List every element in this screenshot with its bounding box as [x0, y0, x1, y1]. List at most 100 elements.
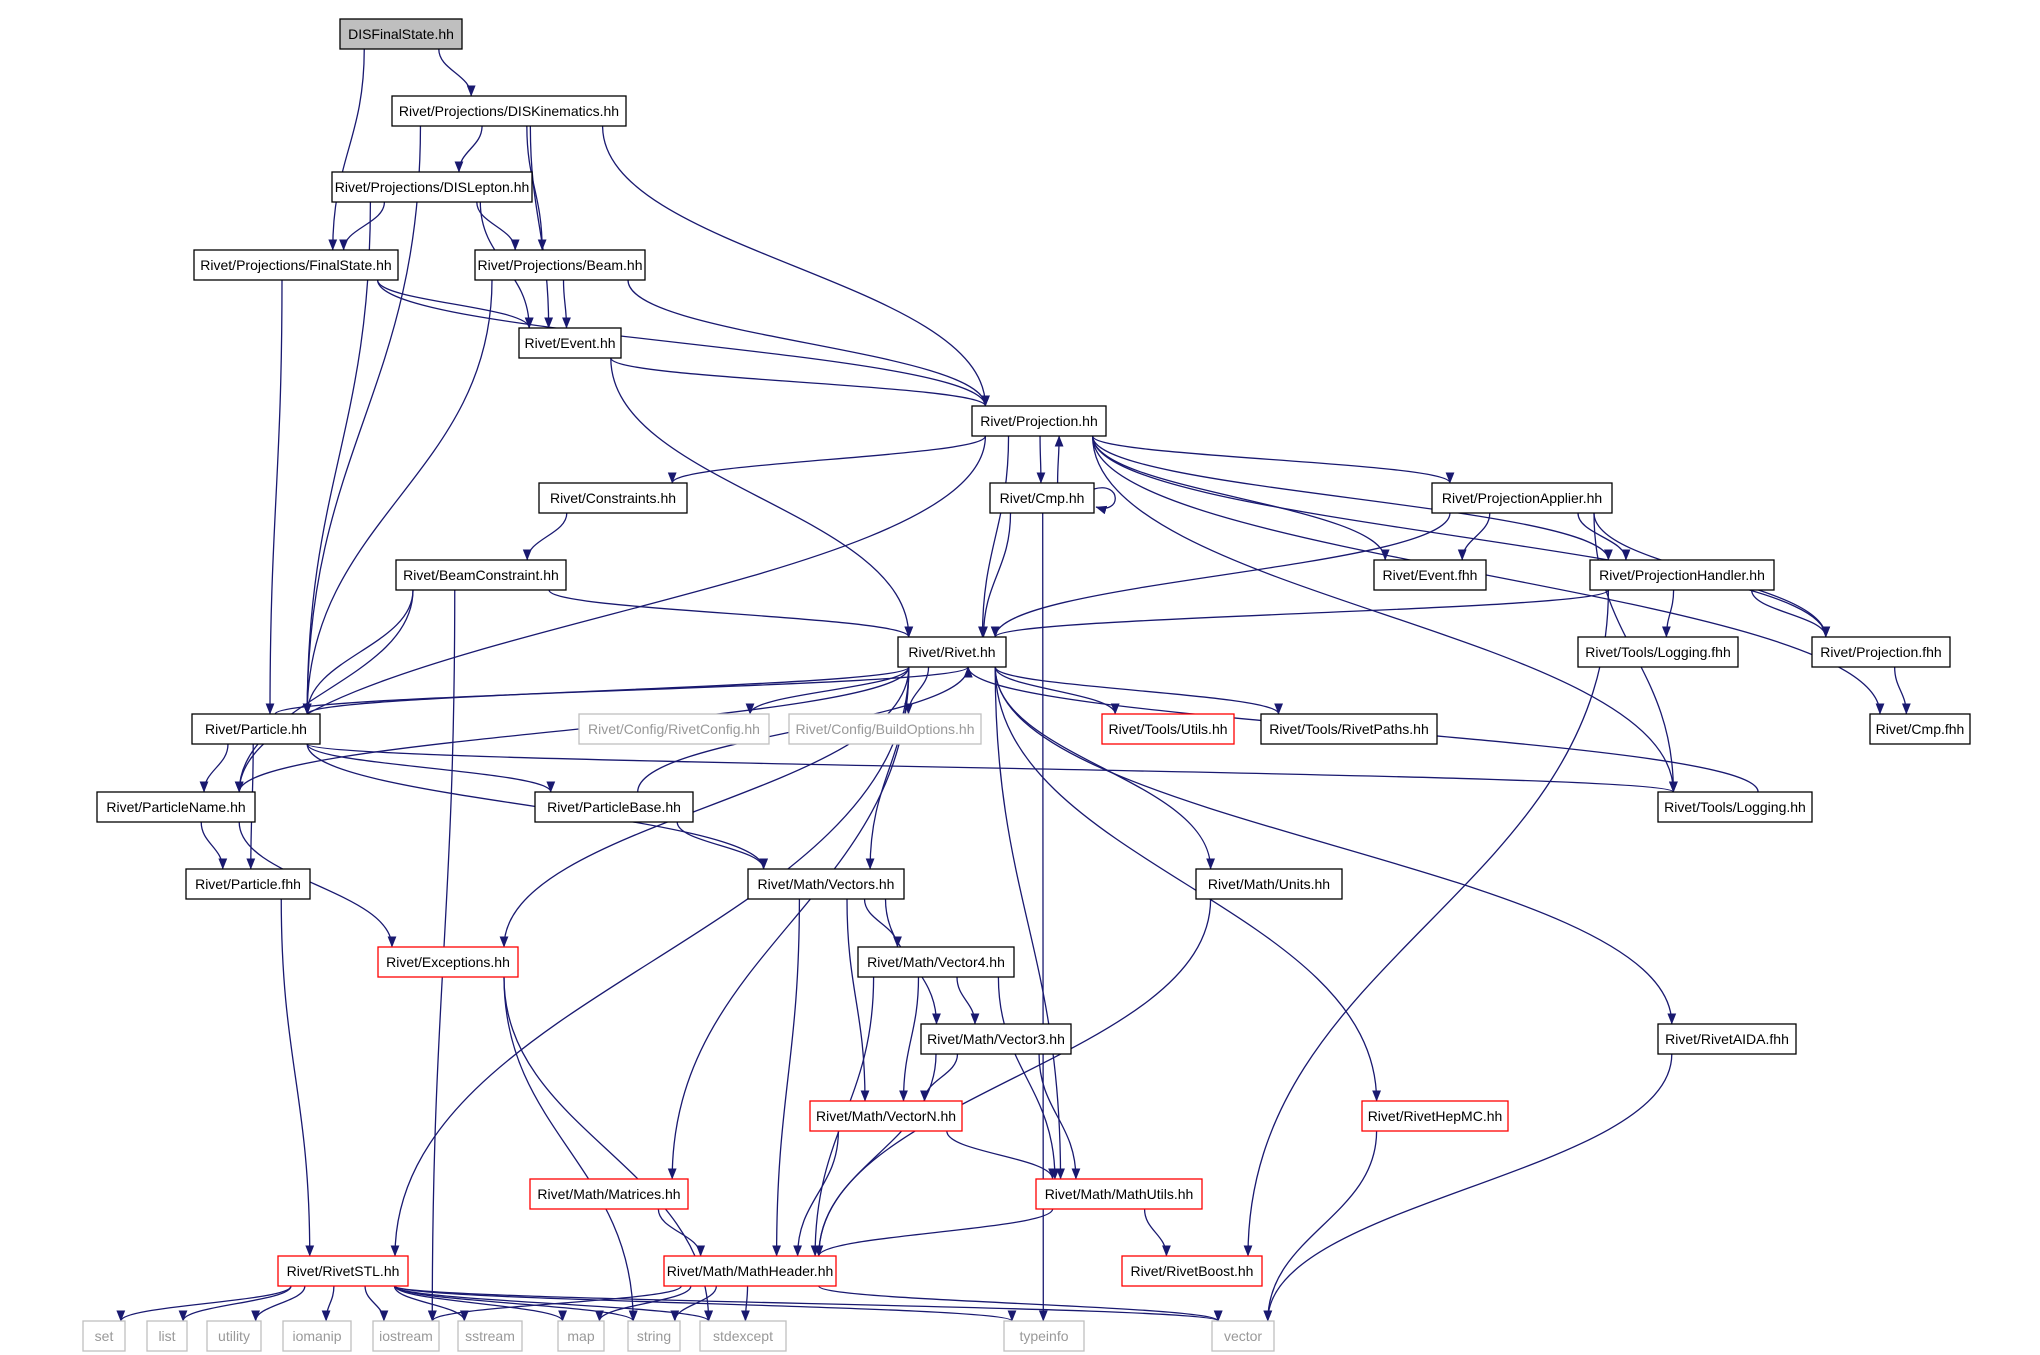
node-rivet-cmp-hh[interactable]: Rivet/Cmp.hh — [989, 482, 1095, 514]
node-rivet-rivet-hh[interactable]: Rivet/Rivet.hh — [897, 636, 1007, 668]
edge-rivet-rivetstl-hh-to-sstream — [393, 1285, 469, 1322]
node-rivet-math-vector3-hh[interactable]: Rivet/Math/Vector3.hh — [920, 1023, 1072, 1055]
node-list[interactable]: list — [146, 1320, 188, 1352]
node-rivet-projections-beam-hh[interactable]: Rivet/Projections/Beam.hh — [474, 249, 646, 281]
node-box — [1211, 1320, 1275, 1352]
edge-rivet-projections-diskinematics-hh-to-rivet-particle-hh — [302, 125, 422, 715]
node-box — [518, 327, 622, 359]
node-box — [191, 713, 321, 745]
node-utility[interactable]: utility — [206, 1320, 262, 1352]
node-box — [534, 791, 694, 823]
node-label: Rivet/RivetHepMC.hh — [1368, 1108, 1503, 1124]
node-box — [538, 482, 688, 514]
edge-rivet-projections-beam-hh-to-rivet-projection-hh — [627, 279, 990, 407]
edge-rivet-projectionhandler-hh-to-rivet-tools-logging-fhh — [1662, 589, 1675, 638]
edge-rivet-projection-fhh-to-rivet-cmp-fhh — [1894, 666, 1911, 715]
node-label: Rivet/Event.hh — [524, 335, 615, 351]
node-rivet-event-hh[interactable]: Rivet/Event.hh — [518, 327, 622, 359]
node-vector[interactable]: vector — [1211, 1320, 1275, 1352]
edge-rivet-rivetstl-hh-to-typeinfo — [394, 1285, 1016, 1322]
edge-rivet-projections-beam-hh-to-rivet-particle-hh — [302, 279, 493, 715]
edge-rivet-projections-diskinematics-hh-to-rivet-projections-dislepton-hh — [454, 125, 483, 173]
edge-rivet-particle-hh-to-rivet-particlebase-hh — [306, 743, 556, 793]
edge-rivet-projections-diskinematics-hh-to-rivet-event-hh — [529, 125, 554, 329]
node-rivet-tools-logging-fhh[interactable]: Rivet/Tools/Logging.fhh — [1577, 636, 1739, 668]
node-label: stdexcept — [713, 1328, 773, 1344]
node-box — [1577, 636, 1739, 668]
node-rivet-rivetaida-fhh[interactable]: Rivet/RivetAIDA.fhh — [1657, 1023, 1797, 1055]
edge-rivet-math-mathutils-hh-to-rivet-rivetboost-hh — [1143, 1208, 1171, 1257]
node-box — [971, 405, 1107, 437]
edge-rivet-projections-diskinematics-hh-to-rivet-projection-hh — [601, 125, 990, 407]
node-rivet-math-mathheader-hh[interactable]: Rivet/Math/MathHeader.hh — [663, 1255, 837, 1287]
node-label: Rivet/Math/VectorN.hh — [816, 1108, 956, 1124]
node-rivet-particle-fhh[interactable]: Rivet/Particle.fhh — [185, 868, 311, 900]
node-rivet-tools-logging-hh[interactable]: Rivet/Tools/Logging.hh — [1657, 791, 1813, 823]
node-rivet-rivethepmc-hh[interactable]: Rivet/RivetHepMC.hh — [1361, 1100, 1509, 1132]
edge-rivet-math-mathheader-hh-to-map — [595, 1285, 692, 1322]
node-box — [193, 249, 399, 281]
node-map[interactable]: map — [557, 1320, 605, 1352]
node-rivet-math-vector4-hh[interactable]: Rivet/Math/Vector4.hh — [857, 946, 1015, 978]
node-rivet-constraints-hh[interactable]: Rivet/Constraints.hh — [538, 482, 688, 514]
node-rivet-math-matrices-hh[interactable]: Rivet/Math/Matrices.hh — [529, 1178, 689, 1210]
node-iomanip[interactable]: iomanip — [282, 1320, 352, 1352]
node-rivet-beamconstraint-hh[interactable]: Rivet/BeamConstraint.hh — [395, 559, 567, 591]
node-rivet-rivetstl-hh[interactable]: Rivet/RivetSTL.hh — [277, 1255, 409, 1287]
node-rivet-cmp-fhh[interactable]: Rivet/Cmp.fhh — [1869, 713, 1971, 745]
edge-rivet-projectionhandler-hh-to-rivet-projection-fhh — [1751, 589, 1831, 638]
nodes: DISFinalState.hhRivet/Projections/DISKin… — [82, 18, 1971, 1352]
node-box — [857, 946, 1015, 978]
node-box — [747, 868, 905, 900]
node-rivet-projection-fhh[interactable]: Rivet/Projection.fhh — [1811, 636, 1951, 668]
node-label: Rivet/ProjectionHandler.hh — [1599, 567, 1765, 583]
edge-rivet-rivet-hh-to-rivet-math-mathutils-hh — [994, 666, 1065, 1180]
node-label: Rivet/Projections/FinalState.hh — [200, 257, 391, 273]
node-rivet-exceptions-hh[interactable]: Rivet/Exceptions.hh — [377, 946, 519, 978]
node-rivet-math-vectors-hh[interactable]: Rivet/Math/Vectors.hh — [747, 868, 905, 900]
node-label: Rivet/Cmp.hh — [1000, 490, 1085, 506]
node-rivet-projections-diskinematics-hh[interactable]: Rivet/Projections/DISKinematics.hh — [391, 95, 627, 127]
node-rivet-tools-rivetpaths-hh[interactable]: Rivet/Tools/RivetPaths.hh — [1260, 713, 1438, 745]
node-rivet-projections-dislepton-hh[interactable]: Rivet/Projections/DISLepton.hh — [331, 171, 533, 203]
node-rivet-projection-hh[interactable]: Rivet/Projection.hh — [971, 405, 1107, 437]
edge-rivet-rivetstl-hh-to-iomanip — [321, 1285, 335, 1322]
node-box — [1121, 1255, 1263, 1287]
node-box — [377, 946, 519, 978]
node-rivet-tools-utils-hh[interactable]: Rivet/Tools/Utils.hh — [1101, 713, 1235, 745]
edge-rivet-projection-hh-to-rivet-projection-fhh — [1091, 435, 1831, 638]
node-box — [457, 1320, 523, 1352]
node-stdexcept[interactable]: stdexcept — [699, 1320, 787, 1352]
node-set[interactable]: set — [82, 1320, 126, 1352]
node-rivet-math-mathutils-hh[interactable]: Rivet/Math/MathUtils.hh — [1035, 1178, 1203, 1210]
edge-rivet-cmp-hh-to-rivet-rivet-hh — [979, 512, 1012, 638]
edge-rivet-beamconstraint-hh-to-rivet-rivet-hh — [548, 589, 914, 638]
node-rivet-config-buildoptions-hh[interactable]: Rivet/Config/BuildOptions.hh — [788, 713, 982, 745]
edge-rivet-projectionhandler-hh-to-rivet-rivetboost-hh — [1243, 589, 1610, 1257]
node-rivet-projectionapplier-hh[interactable]: Rivet/ProjectionApplier.hh — [1431, 482, 1613, 514]
node-box — [989, 482, 1095, 514]
node-typeinfo[interactable]: typeinfo — [1003, 1320, 1085, 1352]
node-sstream[interactable]: sstream — [457, 1320, 523, 1352]
node-rivet-event-fhh[interactable]: Rivet/Event.fhh — [1373, 559, 1487, 591]
node-rivet-math-vectorn-hh[interactable]: Rivet/Math/VectorN.hh — [809, 1100, 963, 1132]
edge-rivet-math-vectors-hh-to-rivet-math-mathheader-hh — [772, 898, 801, 1257]
edge-rivet-math-mathheader-hh-to-string — [670, 1285, 718, 1322]
node-box — [529, 1178, 689, 1210]
edge-rivet-rivetstl-hh-to-map — [394, 1285, 567, 1322]
node-string[interactable]: string — [627, 1320, 681, 1352]
node-iostream[interactable]: iostream — [372, 1320, 440, 1352]
node-rivet-projections-finalstate-hh[interactable]: Rivet/Projections/FinalState.hh — [193, 249, 399, 281]
node-rivet-particlebase-hh[interactable]: Rivet/ParticleBase.hh — [534, 791, 694, 823]
node-disfinalstate-hh[interactable]: DISFinalState.hh — [339, 18, 463, 50]
node-rivet-config-rivetconfig-hh[interactable]: Rivet/Config/RivetConfig.hh — [578, 713, 770, 745]
node-rivet-math-units-hh[interactable]: Rivet/Math/Units.hh — [1195, 868, 1343, 900]
node-rivet-particle-hh[interactable]: Rivet/Particle.hh — [191, 713, 321, 745]
edge-rivet-projections-dislepton-hh-to-rivet-particle-hh — [302, 201, 372, 715]
edge-rivet-rivet-hh-to-rivet-rivetaida-fhh — [994, 666, 1677, 1025]
node-rivet-particlename-hh[interactable]: Rivet/ParticleName.hh — [96, 791, 256, 823]
node-label: Rivet/Math/Vectors.hh — [758, 876, 895, 892]
node-rivet-rivetboost-hh[interactable]: Rivet/RivetBoost.hh — [1121, 1255, 1263, 1287]
node-rivet-projectionhandler-hh[interactable]: Rivet/ProjectionHandler.hh — [1589, 559, 1775, 591]
edge-rivet-rivet-hh-to-rivet-config-buildoptions-hh — [904, 666, 930, 715]
